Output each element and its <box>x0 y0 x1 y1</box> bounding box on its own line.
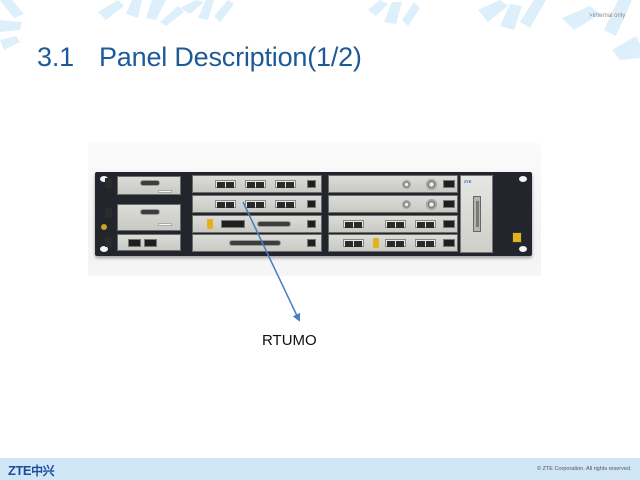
port-icon <box>443 220 455 228</box>
mount-hole-icon <box>100 246 108 252</box>
mount-hole-icon <box>100 176 108 182</box>
service-card-3 <box>328 215 458 233</box>
port-icon <box>144 239 157 247</box>
scsi-connector-icon <box>229 240 281 246</box>
callout-label: RTUMO <box>262 332 317 349</box>
control-panel-logo: ZTE <box>464 179 472 184</box>
footer: ZTE中兴 © ZTE Corporation. All rights rese… <box>0 458 640 480</box>
rj45-port-pair <box>343 220 364 228</box>
rj45-port-pair <box>275 200 296 208</box>
latch-icon <box>105 237 112 247</box>
port-icon <box>307 180 316 188</box>
rj45-port-pair <box>215 180 236 188</box>
page-title: 3.1 Panel Description(1/2) <box>37 42 362 73</box>
classification-label: >Internal only <box>589 13 626 19</box>
bnc-connector-icon <box>402 180 411 189</box>
rj45-port-pair <box>245 200 266 208</box>
rj45-port-pair <box>415 239 436 247</box>
warning-tag-icon <box>373 238 379 248</box>
rj45-port-pair <box>215 200 236 208</box>
rj45-port-pair <box>415 220 436 228</box>
rj45-port-pair <box>245 180 266 188</box>
control-slot <box>473 196 481 232</box>
port-icon <box>307 200 316 208</box>
port-icon <box>443 200 455 208</box>
latch-icon <box>105 178 112 188</box>
warning-label-icon <box>512 232 522 243</box>
logo-latin: ZTE <box>8 463 32 478</box>
service-card-1 <box>328 175 458 193</box>
rj45-port-pair <box>275 180 296 188</box>
copyright-text: © ZTE Corporation. All rights reserved. <box>537 466 632 472</box>
title-text: Panel Description(1/2) <box>99 42 362 72</box>
section-number: 3.1 <box>37 42 74 72</box>
bnc-connector-icon <box>426 199 437 210</box>
warning-tag-icon <box>207 219 213 229</box>
rtumo-card <box>192 195 322 213</box>
rj45-port-pair <box>385 239 406 247</box>
service-card-2 <box>328 195 458 213</box>
power-connector-icon <box>140 180 160 186</box>
tributary-card-4 <box>192 234 322 252</box>
service-card-4 <box>328 234 458 252</box>
power-card-1 <box>117 176 181 195</box>
control-panel: ZTE <box>460 175 493 253</box>
tributary-card-1 <box>192 175 322 193</box>
mount-hole-icon <box>519 246 527 252</box>
port-icon <box>128 239 141 247</box>
bnc-connector-icon <box>402 200 411 209</box>
port-icon <box>443 239 455 247</box>
tributary-card-3 <box>192 215 322 233</box>
port-icon <box>307 239 316 247</box>
scsi-connector-icon <box>257 221 291 227</box>
ground-screw-icon <box>101 224 107 230</box>
rj45-port-pair <box>385 220 406 228</box>
port-icon <box>443 180 455 188</box>
power-card-2 <box>117 204 181 231</box>
bnc-connector-icon <box>426 179 437 190</box>
rj45-port-pair <box>343 239 364 247</box>
port-icon <box>307 220 316 228</box>
logo-chinese: 中兴 <box>31 464 55 478</box>
usb-card <box>117 234 181 251</box>
port-icon <box>221 220 245 228</box>
card-label <box>158 190 172 193</box>
power-connector-icon <box>140 209 160 215</box>
zte-logo: ZTE中兴 <box>8 462 55 479</box>
mount-hole-icon <box>519 176 527 182</box>
latch-icon <box>105 208 112 218</box>
card-label <box>158 223 172 226</box>
